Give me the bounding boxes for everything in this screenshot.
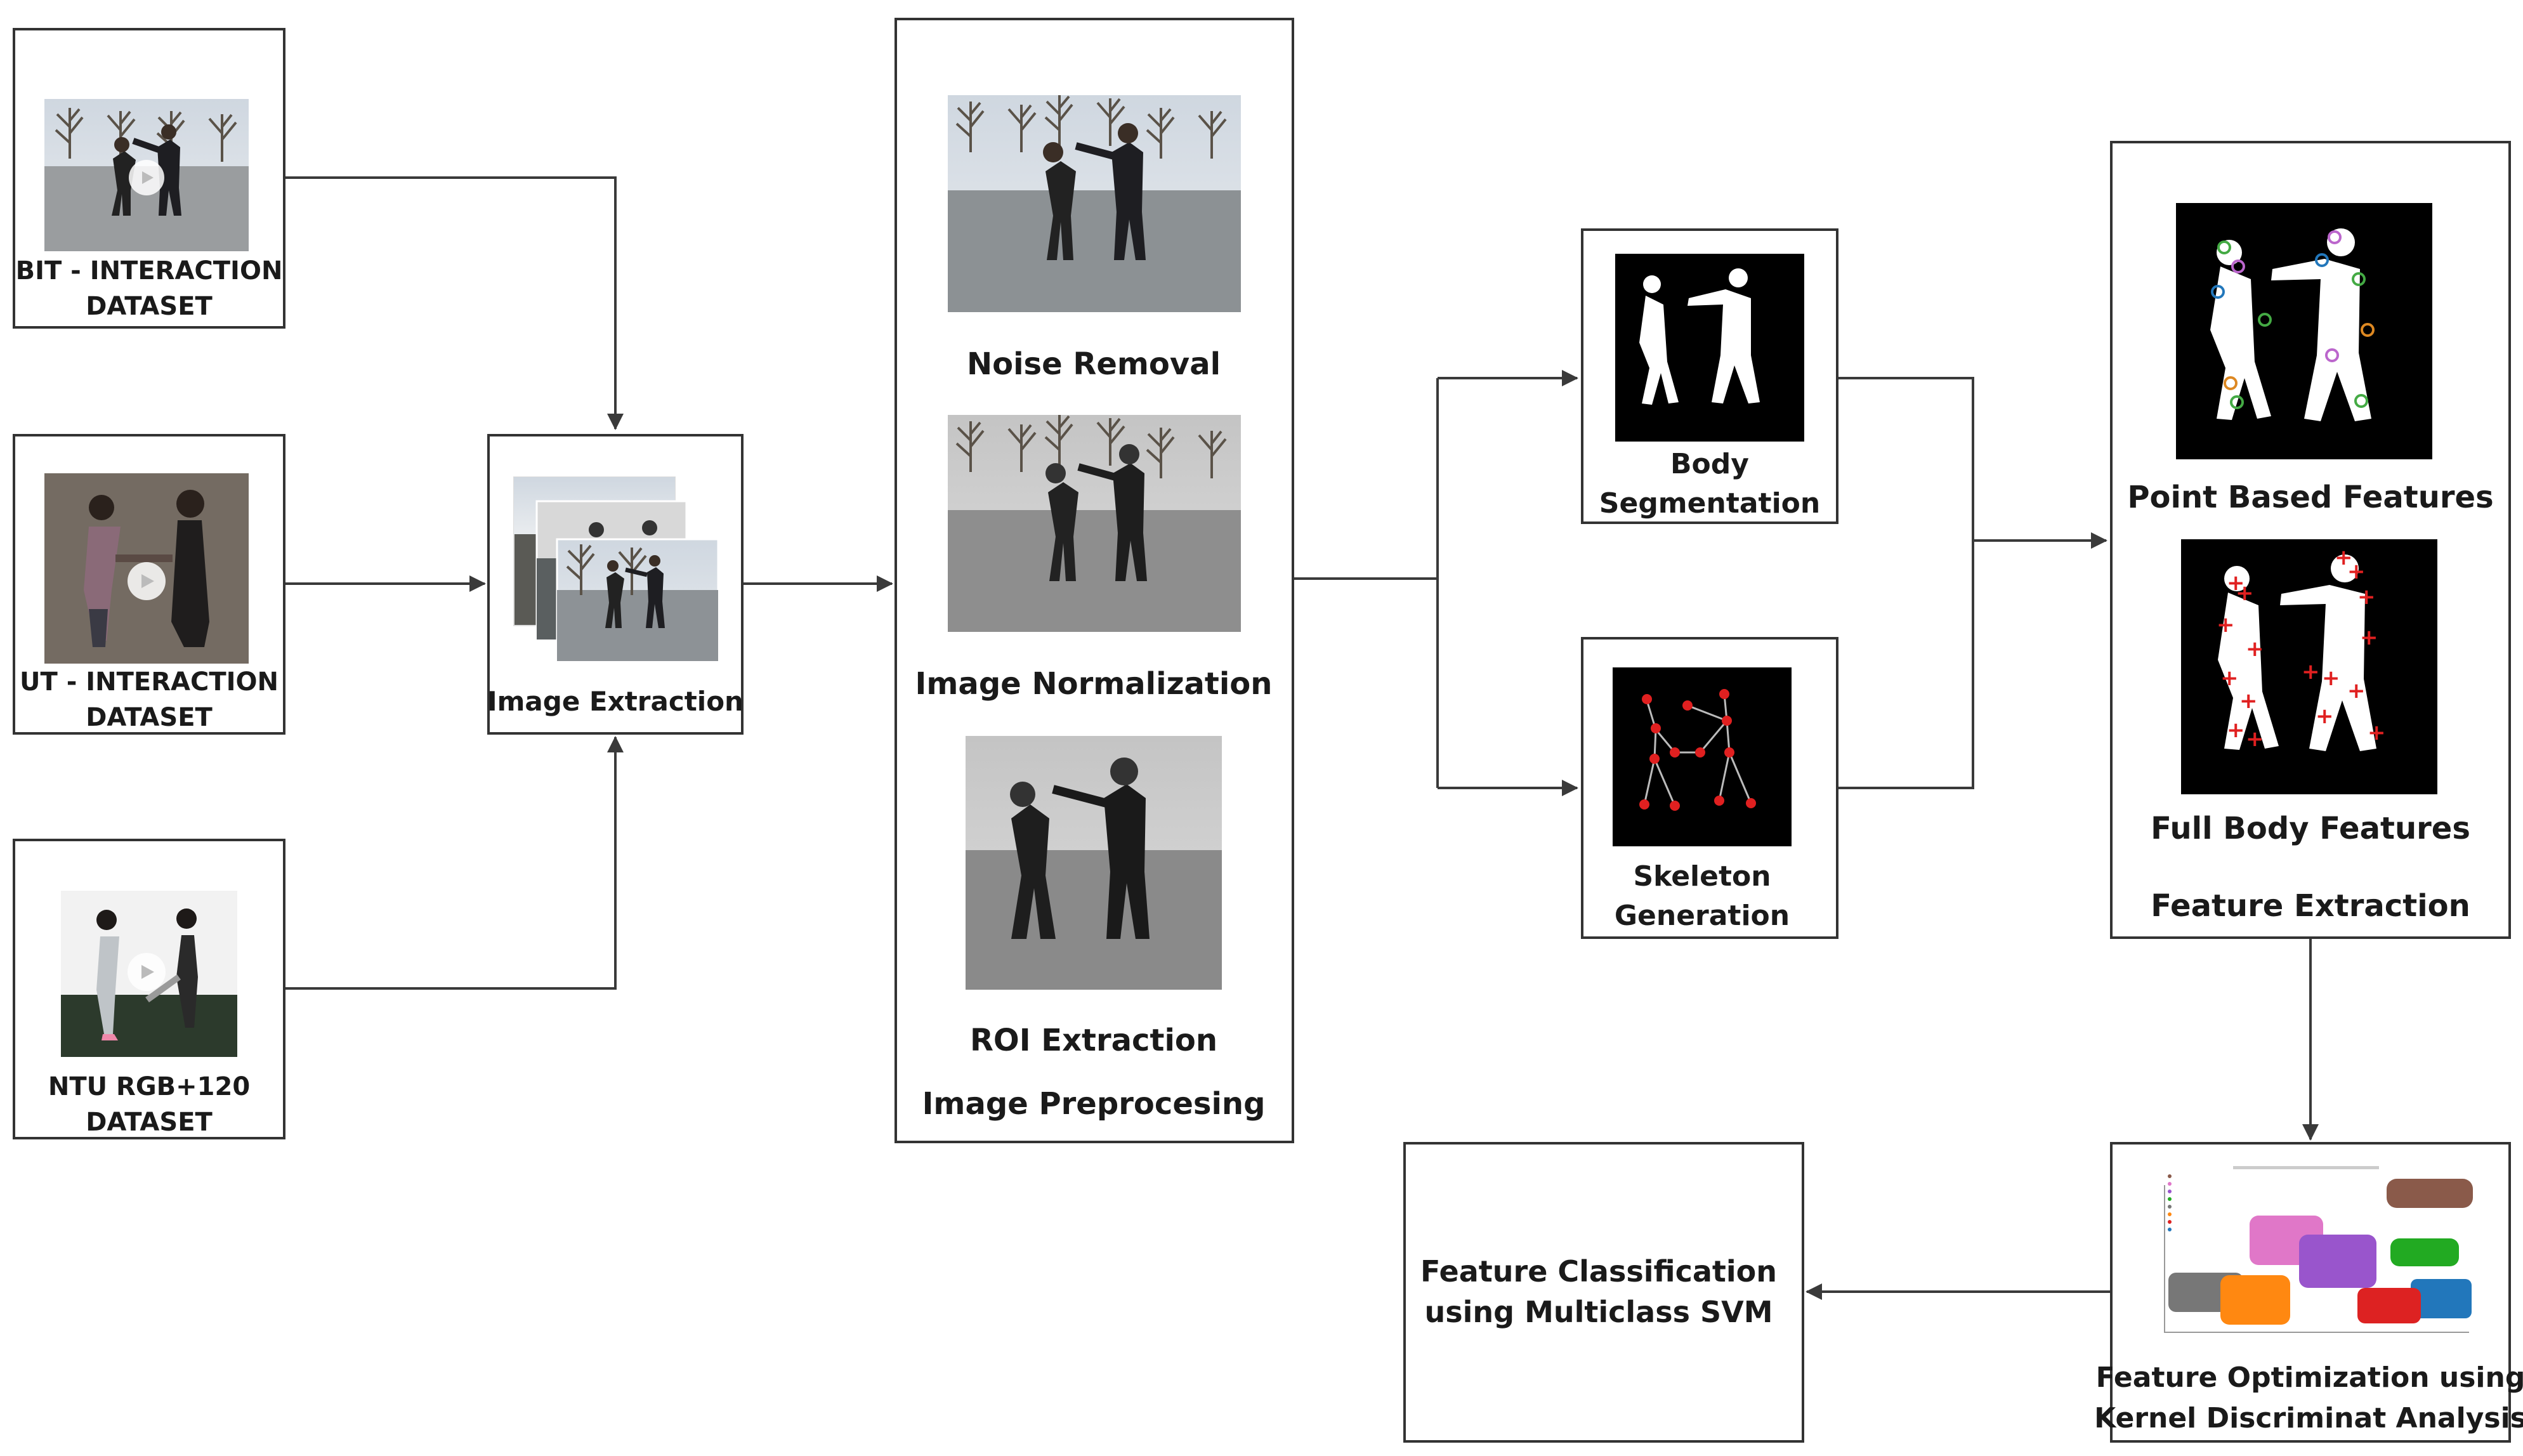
feature-classification: Feature Classification using Multiclass … (1403, 1142, 1804, 1443)
dataset-ntu-line2: DATASET (86, 1108, 213, 1137)
feature-optimization: Feature Optimization using Kernel Discri… (2094, 1142, 2523, 1443)
classification-label-line2: using Multiclass SVM (1425, 1295, 1773, 1329)
ntu-thumbnail (61, 891, 237, 1057)
normalization-image (948, 414, 1241, 632)
svg-text:+: + (2227, 570, 2245, 596)
segmentation-label-line1: Body (1670, 448, 1749, 480)
feature-extraction: Point Based Features +++ +++ +++ +++ +++… (2110, 141, 2511, 939)
edges (284, 176, 2319, 1300)
body-segmentation: Body Segmentation (1581, 228, 1838, 524)
svg-text:+: + (2322, 666, 2340, 691)
svg-text:+: + (2360, 625, 2378, 650)
dataset-ut: UT - INTERACTION DATASET (13, 434, 285, 735)
normalization-label: Image Normalization (915, 666, 1273, 702)
svg-text:+: + (2246, 636, 2264, 662)
clusters (2168, 1179, 2473, 1325)
edge-preprocessing-split (1293, 378, 1439, 788)
dataset-ntu: NTU RGB+120 DATASET (13, 839, 285, 1139)
fullbody-silhouettes (2218, 554, 2376, 751)
optimization-label-line2: Kernel Discriminat Analysis (2094, 1402, 2523, 1434)
point-markers (2211, 230, 2375, 409)
svg-text:+: + (2347, 678, 2366, 704)
bit-thumbnail (44, 99, 249, 251)
dataset-ntu-line1: NTU RGB+120 (48, 1072, 250, 1101)
svg-text:+: + (2236, 580, 2254, 606)
skeleton-keypoints (1639, 689, 1756, 811)
full-body-features-label: Full Body Features (2151, 811, 2470, 846)
legend-swatches (2168, 1174, 2172, 1231)
skeleton-label-line2: Generation (1615, 900, 1790, 932)
svg-text:+: + (2246, 726, 2264, 752)
svg-text:+: + (2220, 666, 2239, 691)
point-features-label: Point Based Features (2127, 480, 2493, 515)
noise-removal-label: Noise Removal (967, 346, 1221, 382)
dataset-ut-line2: DATASET (86, 703, 213, 732)
cluster-plot (2134, 1162, 2477, 1353)
classification-box (1403, 1142, 1804, 1443)
ut-thumbnail (44, 473, 249, 664)
svg-text:+: + (2357, 584, 2376, 610)
fullbody-markers: +++ +++ +++ +++ +++ ++ (2217, 545, 2386, 752)
optimization-label-line1: Feature Optimization using (2096, 1361, 2523, 1394)
svg-text:+: + (2347, 559, 2366, 584)
svg-text:+: + (2227, 718, 2245, 743)
noise-removal-image (948, 94, 1241, 312)
image-extraction: Image Extraction (487, 434, 744, 735)
roi-extraction-label: ROI Extraction (970, 1023, 1217, 1058)
feature-extraction-title: Feature Extraction (2151, 888, 2470, 924)
image-preprocessing: Noise Removal Image Normalization ROI Ex… (895, 18, 1294, 1143)
frame-stack (513, 476, 719, 662)
svg-text:+: + (2368, 720, 2386, 745)
image-extraction-label: Image Extraction (487, 686, 744, 717)
dataset-bit: BIT - INTERACTION DATASET (13, 28, 285, 329)
dataset-bit-line2: DATASET (86, 292, 213, 321)
dataset-ut-line1: UT - INTERACTION (20, 667, 279, 697)
preprocessing-title: Image Preprocesing (922, 1086, 1266, 1122)
classification-label-line1: Feature Classification (1420, 1254, 1777, 1289)
segmentation-label-line2: Segmentation (1599, 487, 1820, 520)
edge-bit-to-extraction (284, 176, 624, 430)
dataset-bit-line1: BIT - INTERACTION (16, 256, 283, 285)
skeleton-generation: Skeleton Generation (1581, 637, 1838, 939)
skeleton-label-line1: Skeleton (1633, 860, 1771, 893)
svg-text:+: + (2239, 688, 2258, 714)
silhouette-pair (1639, 268, 1760, 405)
edge-ntu-to-extraction (284, 736, 624, 990)
roi-image (966, 736, 1222, 990)
svg-text:+: + (2302, 659, 2320, 685)
edge-segmentation-merge (1837, 377, 1974, 789)
svg-text:+: + (2335, 545, 2353, 570)
svg-text:+: + (2217, 612, 2235, 638)
svg-text:+: + (2316, 704, 2334, 729)
